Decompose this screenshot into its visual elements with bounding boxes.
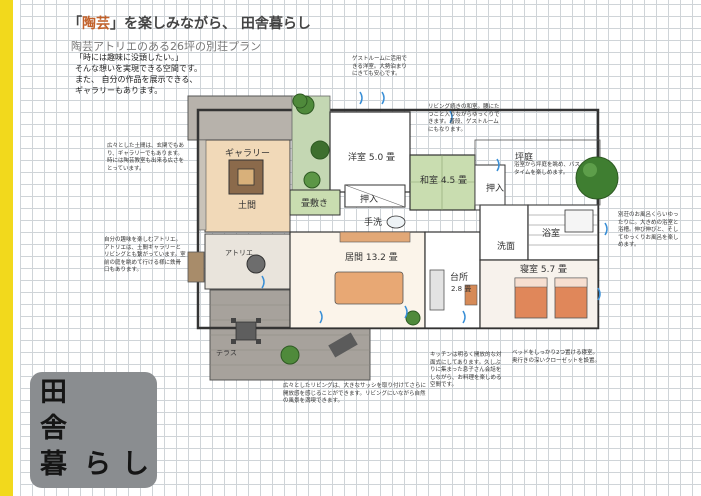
note-washitsu: リビング続きの和室。腰にたつこと入りながらゆっくりできます。普段、ゲストルームに…	[428, 104, 500, 133]
logo-char-2: 舎	[40, 413, 67, 444]
terrace-plant	[280, 345, 300, 365]
intro-text: 「時には趣味に没頭したい。」そんな想いを実現できる空間です。また、 自分の作品を…	[75, 53, 203, 95]
paved-entry-area	[187, 95, 294, 141]
room-label-kitchen-size: 2.8 畳	[451, 285, 472, 293]
room-label-yokushitsu: 浴室	[542, 229, 561, 239]
room-label-tearai: 手洗	[364, 218, 383, 228]
bathtub	[564, 209, 594, 233]
note-kitchen: キッチンは明るく開放的な対面式にしてあります。久しぶりに集まった息子さん会話をし…	[430, 352, 502, 388]
logo-char-1: 田	[40, 377, 67, 408]
note-guest: ゲストルームに活用できる洋室。大勢泊まりにきても安心です。	[352, 56, 407, 77]
room-label-atelier: アトリエ	[225, 249, 253, 257]
note-bath: 別荘のお風呂くらいゆったりに。大きめの浴室と浴槽。伸び伸びと、そしてゆっくりお風…	[618, 212, 679, 248]
page-title: 「陶芸」を楽しみながら、 田舎暮らし	[68, 16, 311, 32]
logo-char-4: ら	[84, 449, 111, 480]
title-highlight: 陶芸	[82, 16, 110, 32]
tv-board	[339, 231, 411, 243]
wood-box	[187, 251, 205, 283]
logo-block: 田 舎 暮 ら し	[30, 372, 157, 488]
japanese-room	[409, 154, 476, 211]
tatami-bench	[289, 189, 341, 216]
gallery-shelf	[198, 139, 207, 231]
kitchen-plant	[405, 310, 421, 326]
room-label-washitsu: 和室 4.5 畳	[420, 176, 468, 186]
room-label-senmen: 洗面	[497, 242, 516, 252]
room-label-terrace: テラス	[216, 349, 237, 357]
pottery-wheel	[246, 254, 266, 274]
yellow-edge-bar	[0, 0, 13, 496]
room-label-tsuboniwa: 坪庭	[515, 153, 534, 163]
room-label-living: 居間 13.2 畳	[345, 253, 398, 263]
note-bedroom: ベッドをしっかり2つ置ける寝室。奥行きの深いクローゼットを設置。	[512, 350, 601, 364]
sofa	[334, 271, 404, 305]
wash-basin	[386, 215, 406, 229]
kitchen-counter	[429, 269, 445, 311]
note-doma: 広々とした土間は、玄関でもあり、ギャラリーでもあります。時には陶芸教室も出来る広…	[107, 143, 185, 172]
room-label-gallery: ギャラリー	[225, 149, 271, 159]
room-label-oshiire-2: 押入	[360, 195, 379, 205]
page-subtitle: 陶芸アトリエのある26坪の別荘プラン	[71, 40, 261, 53]
note-atelier: 自分の趣味を楽しむアトリエ。アトリエは、土間ギャラリーとリビングとも繋がっていま…	[104, 237, 186, 273]
room-label-doma: 土間	[238, 201, 257, 211]
room-label-oshiire-1: 押入	[486, 184, 505, 194]
note-tsuboniwa: 浴室から坪庭を眺め、バスタイムを楽しめます。	[514, 162, 581, 176]
room-label-tatami-bench: 畳敷き	[301, 199, 329, 209]
room-label-kitchen: 台所	[450, 273, 469, 283]
western-room	[329, 111, 411, 193]
note-living: 広々としたリビングは、大きなサッシを取り付けてさらに開放感を感じることができます…	[283, 383, 427, 404]
room-label-yoshitsu: 洋室 5.0 畳	[348, 153, 396, 163]
deck-chair	[328, 332, 358, 358]
terrace-table	[235, 321, 257, 341]
room-label-shinshitsu: 寝室 5.7 畳	[520, 265, 568, 275]
logo-char-3: 暮	[40, 449, 67, 480]
logo-char-5: し	[122, 449, 149, 480]
